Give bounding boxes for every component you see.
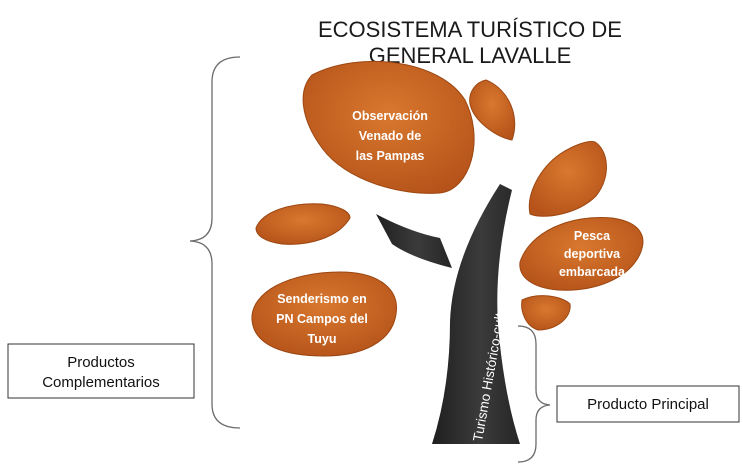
leaf-right bbox=[528, 141, 607, 217]
box-producto-principal: Producto Principal bbox=[556, 385, 740, 423]
box-complementarios-line-1: Productos bbox=[67, 354, 135, 371]
box-complementarios-line-2: Complementarios bbox=[42, 374, 160, 391]
diagram-title: ECOSISTEMA TURÍSTICO DE GENERAL LAVALLE bbox=[318, 17, 622, 68]
tree-trunk: Turismo Histórico-cultural bbox=[376, 184, 520, 444]
leaf-bottom-right bbox=[521, 295, 571, 331]
leaf-pesca-line-2: deportiva bbox=[564, 247, 621, 261]
leaf-venado-line-3: las Pampas bbox=[356, 149, 425, 163]
leaf-left bbox=[255, 203, 351, 245]
leaf-pesca-line-3: embarcada bbox=[559, 265, 626, 279]
tree-leaves: Observación Venado de las Pampas Pesca d… bbox=[251, 60, 644, 357]
leaf-pesca bbox=[519, 216, 644, 291]
leaf-senderismo-line-1: Senderismo en bbox=[277, 292, 367, 306]
box-principal-label: Producto Principal bbox=[587, 396, 709, 413]
leaf-venado-line-1: Observación bbox=[352, 109, 428, 123]
bracket-complementarios bbox=[189, 56, 241, 429]
box-complementarios-border bbox=[7, 343, 195, 399]
trunk-left-branch bbox=[376, 214, 452, 268]
leaf-venado bbox=[302, 60, 475, 194]
leaf-top-small bbox=[469, 79, 516, 141]
box-productos-complementarios: Productos Complementarios bbox=[7, 343, 195, 399]
leaf-venado-line-2: Venado de bbox=[359, 129, 422, 143]
leaf-senderismo bbox=[251, 271, 397, 357]
box-principal-border bbox=[556, 385, 740, 423]
title-line-1: ECOSISTEMA TURÍSTICO DE bbox=[318, 17, 622, 42]
leaf-senderismo-line-3: Tuyu bbox=[308, 332, 337, 346]
bracket-principal bbox=[517, 325, 551, 463]
trunk-main bbox=[432, 184, 520, 444]
leaf-pesca-line-1: Pesca bbox=[574, 229, 611, 243]
leaf-senderismo-line-2: PN Campos del bbox=[276, 312, 368, 326]
